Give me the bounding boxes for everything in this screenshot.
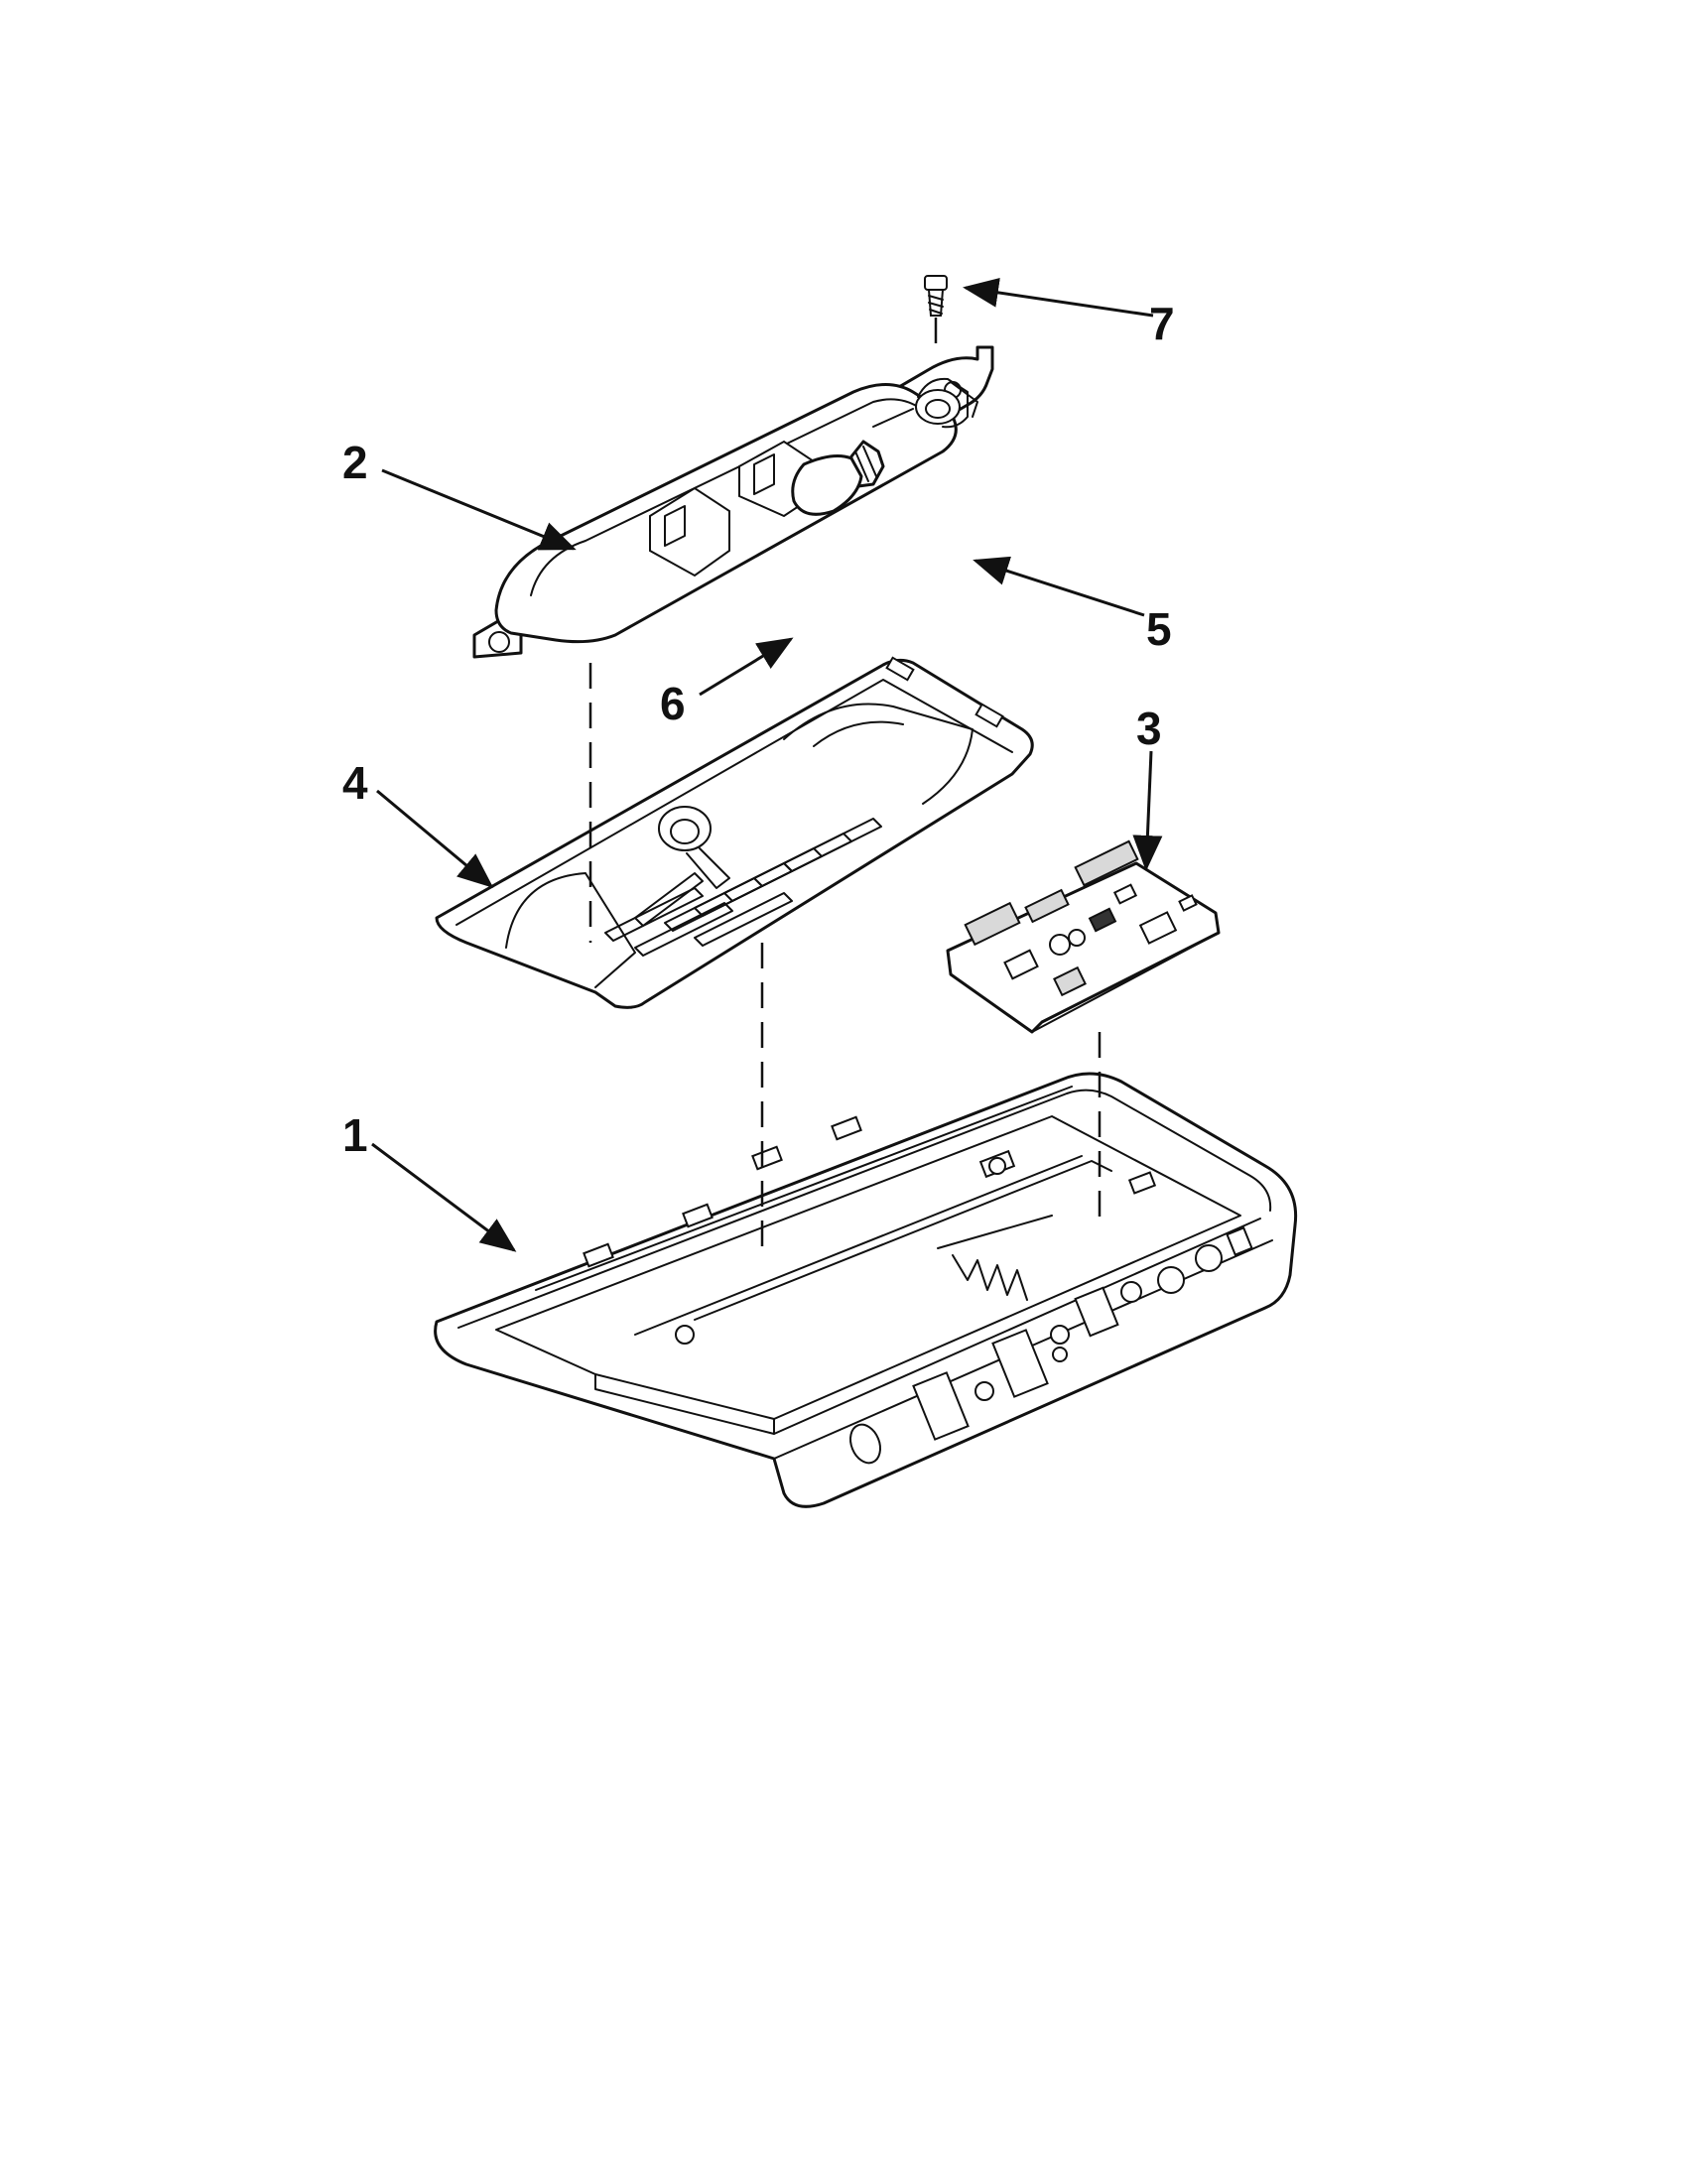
light-bulb-part	[791, 440, 885, 516]
mounting-screw-part	[924, 275, 948, 317]
callout-2: 2	[342, 437, 368, 488]
callout-7: 7	[1149, 298, 1175, 349]
callout-1: 1	[342, 1109, 368, 1161]
callout-6: 6	[660, 678, 686, 729]
light-housing-cover-part	[472, 345, 994, 659]
base-housing-part	[434, 1072, 1298, 1508]
lamp-socket-part	[872, 377, 978, 429]
callout-leaders	[371, 277, 1163, 1252]
alignment-lines	[588, 318, 1102, 1252]
lens-bracket-part	[435, 656, 1034, 1009]
control-board-part	[946, 839, 1221, 1034]
callout-3: 3	[1136, 703, 1162, 754]
callout-4: 4	[342, 757, 368, 809]
callout-5: 5	[1146, 603, 1172, 655]
